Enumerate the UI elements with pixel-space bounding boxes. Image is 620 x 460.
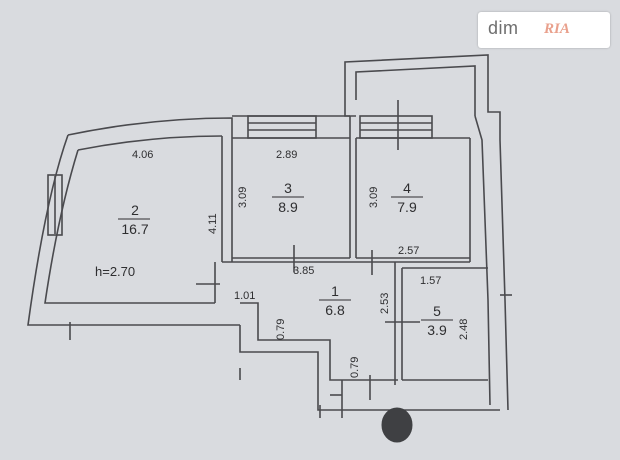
room-number-1: 1 (331, 283, 339, 299)
outer-bottom-wall (239, 325, 500, 411)
room2-top-wall-inner (77, 135, 223, 151)
dim-room2-side: 4.11 (207, 213, 219, 234)
dim-room4-side: 3.09 (368, 187, 380, 208)
dim-room3-top: 2.89 (276, 149, 297, 161)
watermark-dim-text: dim (488, 18, 519, 38)
dim-room4-bottom: 2.57 (398, 245, 419, 257)
room-number-5: 5 (433, 303, 441, 319)
room2-window (47, 174, 63, 236)
loggia-outline (344, 54, 501, 140)
room-area-4: 7.9 (397, 199, 417, 215)
walls (27, 54, 512, 418)
outer-right-wall (474, 115, 491, 406)
watermark-ria-text: RIA (544, 21, 570, 37)
room-number-3: 3 (284, 180, 292, 196)
room3-window (247, 115, 317, 139)
dim-ria-watermark-logo: dim RIA (478, 12, 610, 48)
room-area-1: 6.8 (325, 302, 345, 318)
room-area-3: 8.9 (278, 199, 298, 215)
room-number-4: 4 (403, 180, 411, 196)
room-area-2: 16.7 (121, 221, 148, 237)
dim-room5-top: 1.57 (420, 275, 441, 287)
entrance-marker (381, 407, 413, 443)
room2-outer-left-wall (27, 134, 240, 326)
room-number-2: 2 (131, 202, 139, 218)
dim-room5-side: 2.48 (458, 319, 470, 340)
dim-room2-top: 4.06 (132, 149, 153, 161)
room2-inner-left-wall (44, 149, 215, 304)
dim-hall-notch: 0.79 (275, 319, 287, 340)
room-area-5: 3.9 (427, 322, 447, 338)
dim-hall-top: 3.85 (293, 265, 314, 277)
dim-hall-mid: 2.53 (379, 293, 391, 314)
dim-hall-left: 1.01 (234, 290, 255, 302)
room2-top-wall (67, 117, 233, 138)
dim-room3-side: 3.09 (237, 187, 249, 208)
dim-entry: 0.79 (349, 357, 361, 378)
ceiling-height-note: h=2.70 (95, 264, 135, 279)
